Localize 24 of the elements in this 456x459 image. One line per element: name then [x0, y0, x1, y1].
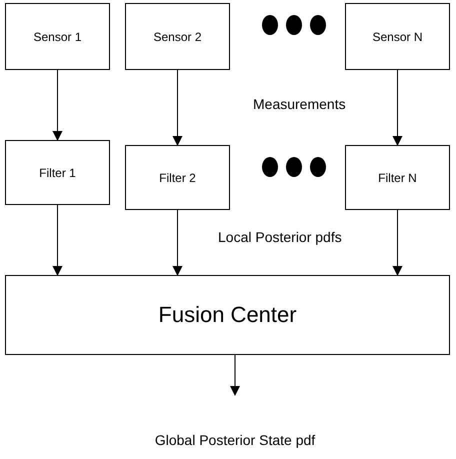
arrow	[172, 70, 182, 146]
process-box	[345, 3, 450, 70]
node-label: Filter 1	[39, 166, 76, 180]
process-box	[345, 145, 450, 210]
process-box	[125, 145, 230, 210]
node-label: Sensor 1	[33, 30, 82, 44]
arrow	[172, 210, 182, 276]
node-label: Sensor 2	[153, 30, 202, 44]
arrow	[392, 70, 402, 146]
process-box	[125, 3, 230, 70]
node-label: Fusion Center	[158, 302, 297, 328]
node-label: Filter N	[378, 170, 417, 184]
process-box	[5, 140, 110, 205]
output-text: Global Posterior State pdf	[154, 432, 316, 448]
annotation-text: Measurements	[253, 96, 346, 112]
arrow	[52, 204, 62, 276]
node-label: Filter 2	[159, 170, 196, 184]
annotation-text: Local Posterior pdfs	[218, 229, 342, 245]
node-label: Sensor N	[372, 30, 423, 44]
process-box	[5, 3, 110, 70]
arrow	[392, 210, 402, 276]
process-box	[5, 275, 450, 355]
arrow	[52, 70, 62, 141]
arrow	[230, 354, 240, 396]
